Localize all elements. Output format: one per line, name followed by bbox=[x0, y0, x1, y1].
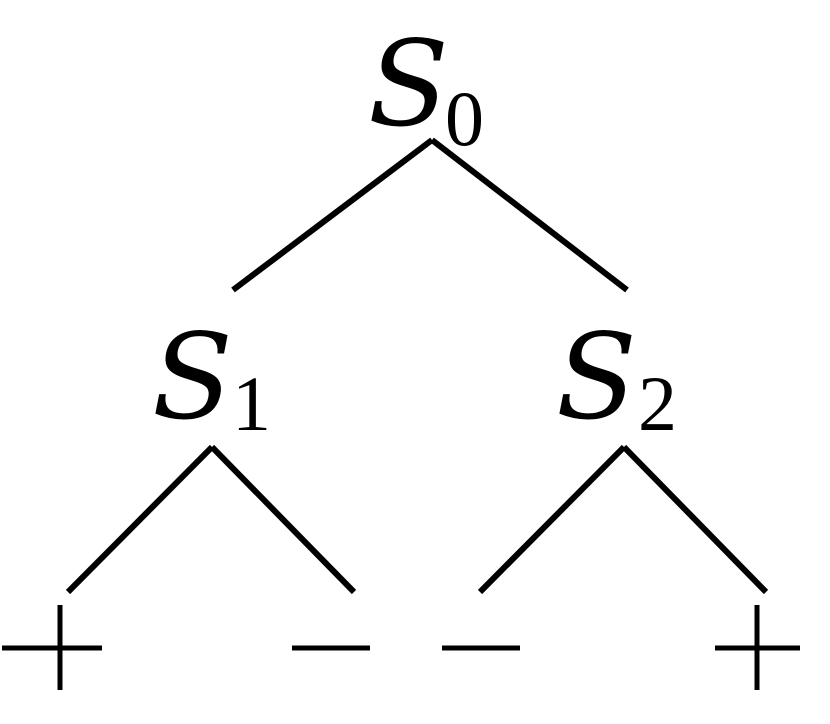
leaf-minus-1: − bbox=[0, 0, 370, 651]
edge-s2-leaf3 bbox=[477, 444, 627, 595]
leaf-minus-2: − bbox=[0, 0, 520, 651]
leaf-plus-right: + bbox=[0, 0, 800, 690]
node-symbol: S bbox=[368, 15, 449, 153]
edge-s1-leaf1 bbox=[65, 444, 215, 595]
leaf-label: + bbox=[0, 0, 1, 1]
leaf-label: + bbox=[0, 0, 1, 1]
node-subscript: 0 bbox=[445, 75, 484, 162]
node-symbol: S bbox=[556, 308, 637, 446]
edge-s0-s2 bbox=[430, 137, 629, 293]
node-s1: S 1 bbox=[152, 308, 271, 447]
edge-s0-s1 bbox=[231, 137, 434, 293]
leaf-label: − bbox=[0, 0, 1, 1]
edge-s2-leaf4 bbox=[621, 444, 769, 595]
node-symbol: S bbox=[152, 308, 233, 446]
leaf-label: − bbox=[0, 0, 1, 1]
node-subscript: 1 bbox=[232, 360, 271, 447]
leaf-plus-left: + bbox=[0, 0, 102, 690]
node-subscript: 2 bbox=[638, 360, 677, 447]
edge-s1-leaf2 bbox=[209, 444, 357, 595]
node-s2: S 2 bbox=[556, 308, 677, 447]
node-s0: S 0 bbox=[368, 15, 484, 162]
